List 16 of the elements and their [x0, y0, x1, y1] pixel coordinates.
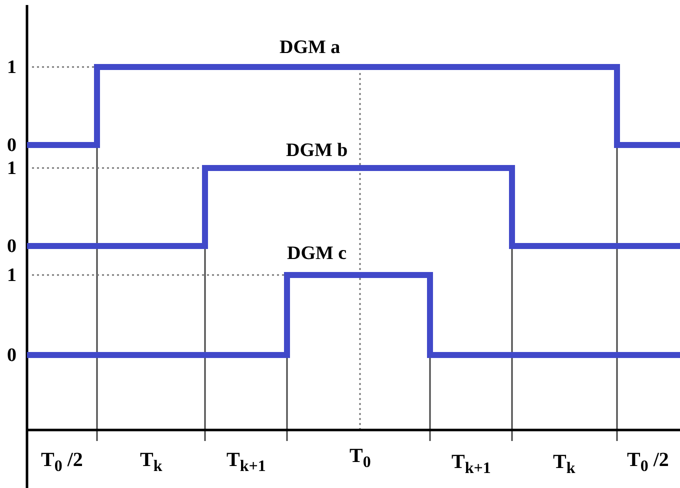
- level-label: 1: [7, 266, 16, 285]
- level-label: 0: [7, 346, 16, 365]
- level-label: 0: [7, 237, 16, 256]
- interval-label: T$_{k+1}$: [226, 450, 266, 475]
- signal-label: DGM c: [287, 244, 347, 263]
- interval-label: T$_{k}$: [553, 452, 576, 477]
- interval-label: T$_{k+1}$: [452, 452, 491, 477]
- interval-label: T$_{0}$: [350, 446, 371, 471]
- level-label: 1: [7, 159, 16, 178]
- signal-label: DGM b: [286, 141, 348, 160]
- level-label: 0: [7, 136, 16, 155]
- level-label: 1: [7, 58, 16, 77]
- interval-label: T$_{k}$: [140, 450, 162, 475]
- signal-label: DGM a: [280, 38, 340, 57]
- interval-label: T$_{0}$ /2: [627, 450, 669, 475]
- interval-label: T$_{0}$ /2: [41, 450, 83, 475]
